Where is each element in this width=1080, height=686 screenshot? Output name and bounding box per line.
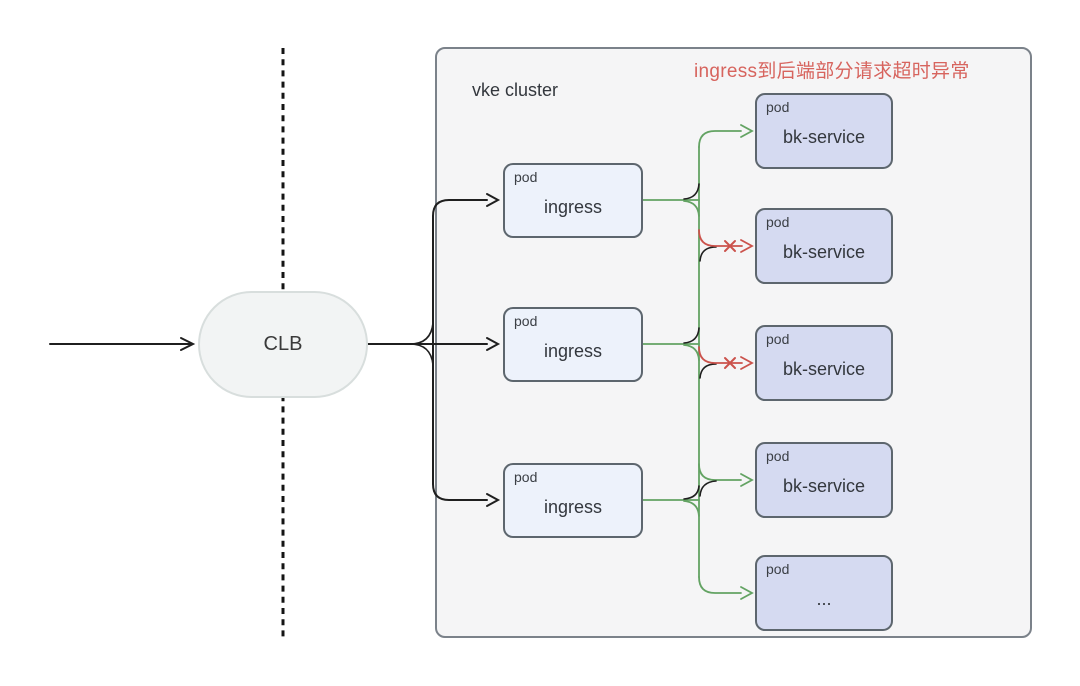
pod-label: ingress [543,341,603,361]
pod-label: bk-service [782,127,866,147]
pod-tag: pod [514,469,538,485]
pod-label: ingress [543,497,603,517]
pod-tag: pod [766,99,790,115]
pod-tag: pod [514,169,538,185]
clb-node: CLB [198,291,368,398]
pod-label: bk-service [782,242,866,262]
backend-pod-3: pod bk-service [755,325,893,401]
pod-label: ingress [543,197,603,217]
pod-tag: pod [766,448,790,464]
backend-pod-5: pod ... [755,555,893,631]
backend-pod-2: pod bk-service [755,208,893,284]
clb-label: CLB [263,333,303,355]
ingress-pod-2: pod ingress [503,307,643,382]
pod-tag: pod [766,214,790,230]
backend-pod-1: pod bk-service [755,93,893,169]
pod-label: bk-service [782,359,866,379]
pod-label: ... [816,589,832,609]
pod-tag: pod [766,331,790,347]
pod-tag: pod [514,313,538,329]
pod-label: bk-service [782,476,866,496]
cluster-title: vke cluster [472,80,559,100]
ingress-pod-1: pod ingress [503,163,643,238]
ingress-pod-3: pod ingress [503,463,643,538]
pod-tag: pod [766,561,790,577]
timeout-alert-label: ingress到后端部分请求超时异常 [694,61,970,82]
backend-pod-4: pod bk-service [755,442,893,518]
